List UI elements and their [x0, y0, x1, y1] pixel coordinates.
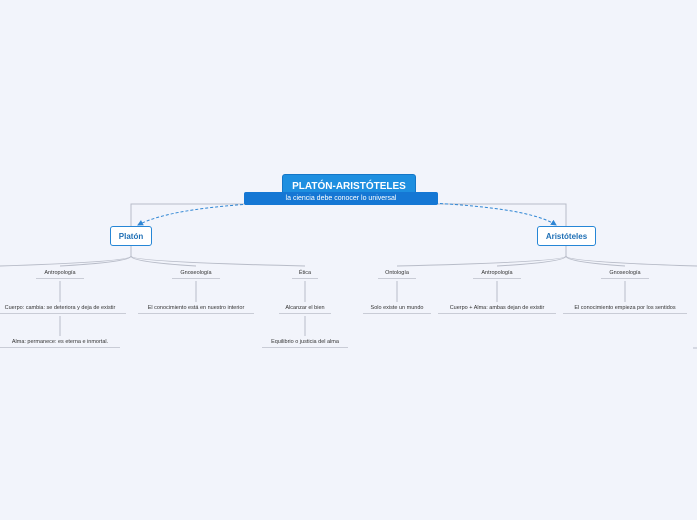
connector-root-platon [130, 203, 282, 226]
leaf-platon-equilibrio[interactable]: Equilibrio o justicia del alma [262, 339, 348, 348]
topic-aristoteles-gnoseologia[interactable]: Gnoseología [601, 270, 649, 279]
leaf-aristoteles-mundo[interactable]: Solo existe un mundo [363, 305, 431, 314]
topic-platon-etica[interactable]: Ética [292, 270, 318, 279]
connector-root-aristoteles [416, 203, 567, 226]
branch-aristoteles[interactable]: Aristóteles [537, 226, 596, 246]
topic-platon-antropologia[interactable]: Antropología [36, 270, 84, 279]
connector-aristoteles-ontologia [396, 246, 567, 267]
topic-platon-gnoseologia[interactable]: Gnoseología [172, 270, 220, 279]
topic-aristoteles-ontologia[interactable]: Ontología [378, 270, 416, 279]
root-relation-label: la ciencia debe conocer lo universal [244, 192, 438, 205]
branch-platon[interactable]: Platón [110, 226, 152, 246]
relation-arrow-aristoteles [429, 202, 557, 226]
topic-aristoteles-antropologia[interactable]: Antropología [473, 270, 521, 279]
connector-aristoteles-offscreen [565, 255, 697, 267]
leaf-aristoteles-cuerpo-alma[interactable]: Cuerpo + Alma: ambas dejan de existir [438, 305, 556, 314]
connector-platon-gnoseologia [130, 255, 197, 267]
leaf-platon-alma[interactable]: Alma: permanece: es eterna e inmortal. [0, 339, 120, 348]
connector-platon-offscreen [0, 255, 132, 267]
leaf-aristoteles-sentidos[interactable]: El conocimiento empieza por los sentidos [563, 305, 687, 314]
relation-arrow-platon [137, 202, 269, 226]
leaf-platon-conocimiento[interactable]: El conocimiento está en nuestro interior [138, 305, 254, 314]
leaf-platon-cuerpo[interactable]: Cuerpo: cambia: se deteriora y deja de e… [0, 305, 126, 314]
leaf-platon-bien[interactable]: Alcanzar el bien [279, 305, 331, 314]
connector-platon-etica [130, 255, 306, 267]
connector-aristoteles-antropologia [496, 255, 567, 267]
